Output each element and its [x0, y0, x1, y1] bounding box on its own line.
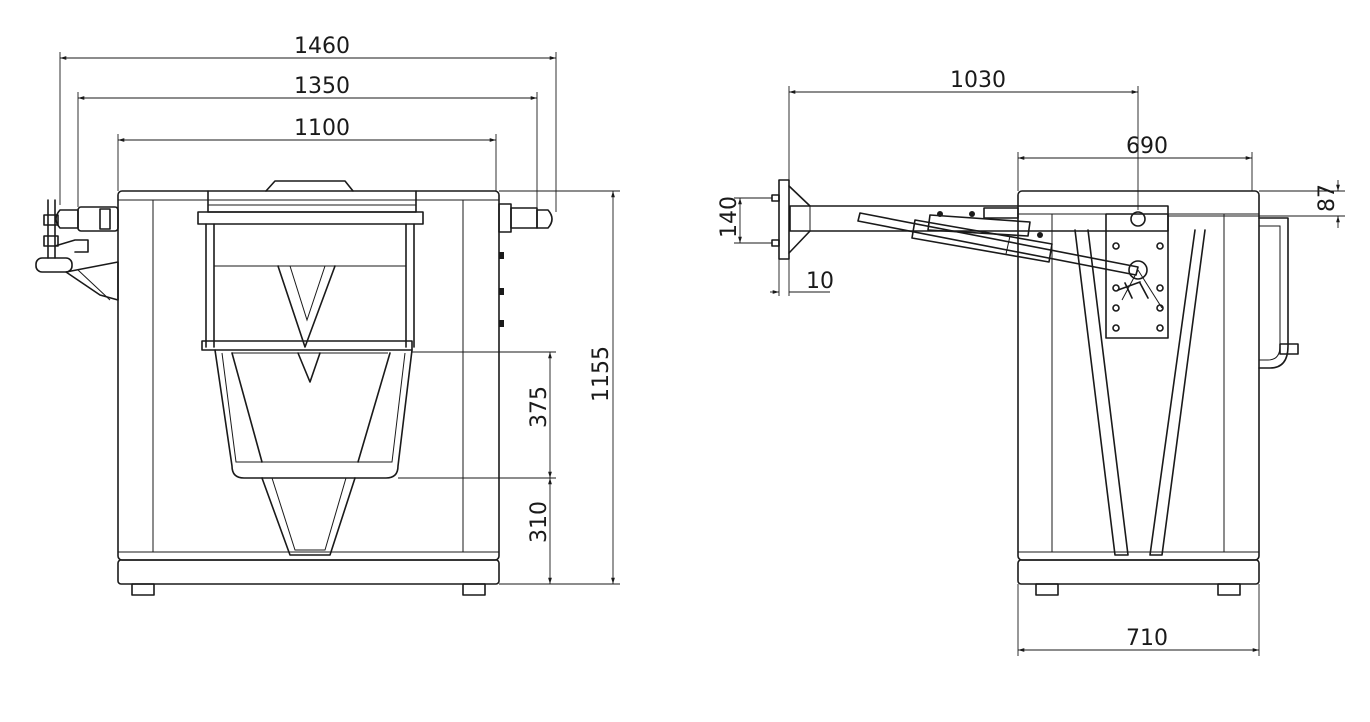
front-base	[117, 559, 500, 585]
upper-v-guide	[277, 265, 336, 348]
dim-710: 710	[1126, 626, 1168, 651]
side-base	[1017, 559, 1260, 585]
side-view: 1030 690 87 140 10 710	[717, 68, 1345, 656]
front-foot-right	[462, 583, 486, 596]
dim-375: 375	[527, 386, 552, 428]
side-mount-plate	[1105, 213, 1169, 339]
lower-v-guide	[261, 477, 356, 556]
lower-basket	[214, 349, 413, 479]
dim-1460: 1460	[294, 34, 350, 59]
front-view: 1460 1350 1100 1155 375 310	[35, 34, 620, 596]
basket-middle-rim	[201, 340, 413, 351]
dim-10: 10	[806, 269, 834, 294]
side-v-right	[1149, 229, 1206, 556]
front-foot-left	[131, 583, 155, 596]
side-handle	[1258, 217, 1289, 369]
dim-310: 310	[527, 501, 552, 543]
right-valve-assembly	[498, 203, 553, 327]
left-valve-assembly	[35, 199, 119, 301]
side-cabinet	[1017, 190, 1260, 561]
dim-140: 140	[717, 196, 742, 238]
dim-87: 87	[1315, 184, 1340, 212]
front-cabinet	[117, 190, 500, 561]
dim-1155: 1155	[589, 346, 614, 402]
basket-top-rim	[197, 211, 424, 225]
dim-690: 690	[1126, 134, 1168, 159]
dim-1350: 1350	[294, 74, 350, 99]
side-wall-plate	[778, 179, 790, 260]
front-lid	[207, 190, 417, 213]
side-cylinder	[857, 207, 1149, 299]
dim-1030: 1030	[950, 68, 1006, 93]
dim-1100: 1100	[294, 116, 350, 141]
side-v-left	[1074, 229, 1129, 556]
